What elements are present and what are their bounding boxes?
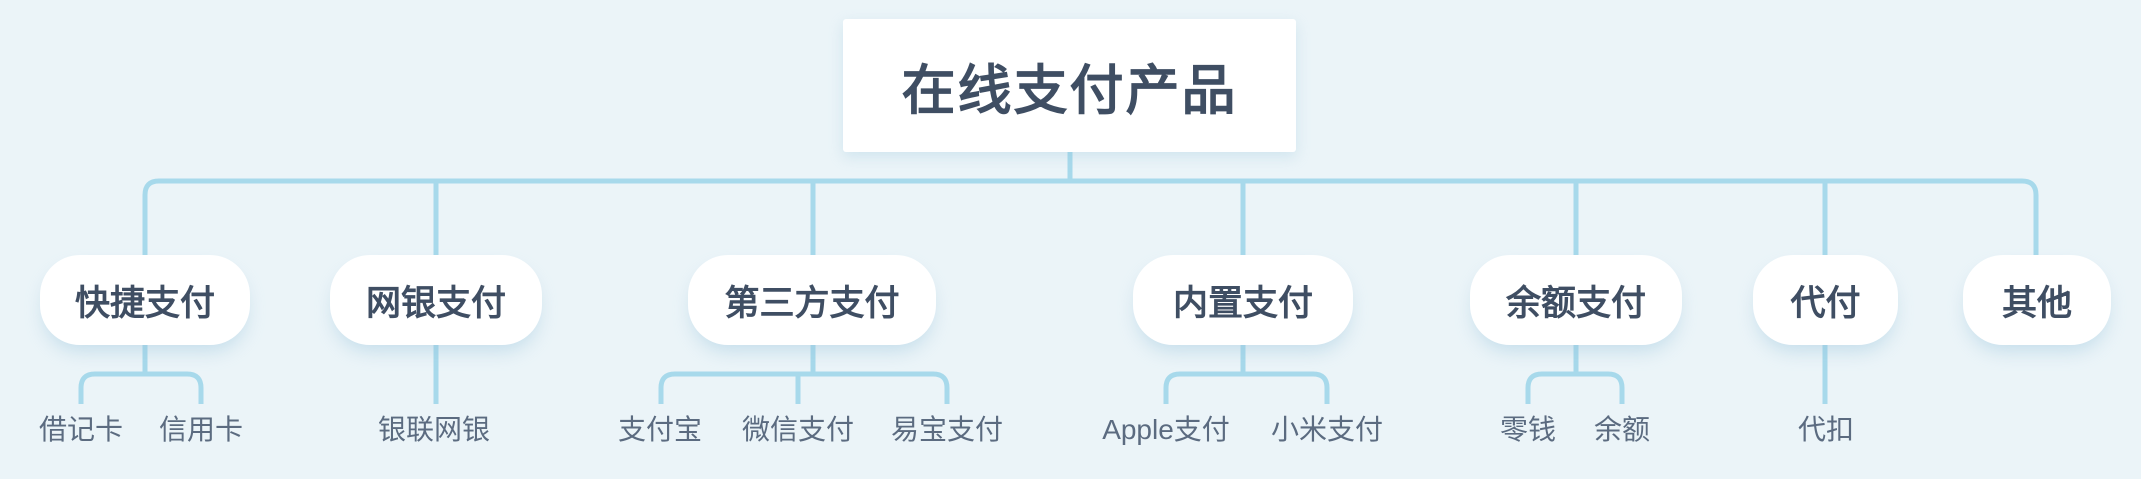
- branch-node-builtin-pay[interactable]: 内置支付: [1133, 255, 1353, 345]
- branch-node-label: 代付: [1790, 283, 1861, 323]
- branch-node-label: 其他: [2001, 283, 2072, 323]
- branch-node-balance-pay[interactable]: 余额支付: [1470, 255, 1682, 345]
- branch-node-label: 余额支付: [1505, 283, 1646, 323]
- branch-node-label: 第三方支付: [724, 283, 900, 323]
- leaf-apple-pay[interactable]: Apple支付: [1102, 414, 1230, 445]
- leaf-mi-pay[interactable]: 小米支付: [1270, 414, 1384, 445]
- branch-node-label: 网银支付: [365, 283, 506, 323]
- connector-level1-bar: [142, 178, 2039, 255]
- leaf-yeepay[interactable]: 易宝支付: [890, 414, 1004, 445]
- connector-branch3-bar: [1163, 371, 1330, 404]
- branch-node-label: 内置支付: [1172, 283, 1313, 323]
- leaf-debit-card[interactable]: 借记卡: [38, 414, 124, 445]
- branch-node-agent-pay[interactable]: 代付: [1753, 255, 1898, 345]
- root-node-label: 在线支付产品: [901, 61, 1238, 121]
- branch-node-other[interactable]: 其他: [1963, 255, 2111, 345]
- connector-branch0-bar: [78, 371, 204, 404]
- leaf-credit-card[interactable]: 信用卡: [158, 414, 244, 445]
- leaf-alipay[interactable]: 支付宝: [617, 414, 703, 445]
- leaf-balance[interactable]: 余额: [1593, 414, 1651, 445]
- leaf-change[interactable]: 零钱: [1499, 414, 1557, 445]
- connector-branch2-bar: [658, 371, 950, 404]
- leaf-withholding[interactable]: 代扣: [1797, 414, 1855, 445]
- branch-node-quick-pay[interactable]: 快捷支付: [40, 255, 250, 345]
- root-node[interactable]: 在线支付产品: [843, 19, 1296, 152]
- leaf-unionpay-online-bank[interactable]: 银联网银: [377, 414, 491, 445]
- leaf-wechat-pay[interactable]: 微信支付: [741, 414, 855, 445]
- branch-node-third-party-pay[interactable]: 第三方支付: [688, 255, 936, 345]
- connector-branch4-bar: [1525, 371, 1625, 404]
- branch-node-label: 快捷支付: [74, 283, 215, 323]
- branch-node-online-bank-pay[interactable]: 网银支付: [330, 255, 542, 345]
